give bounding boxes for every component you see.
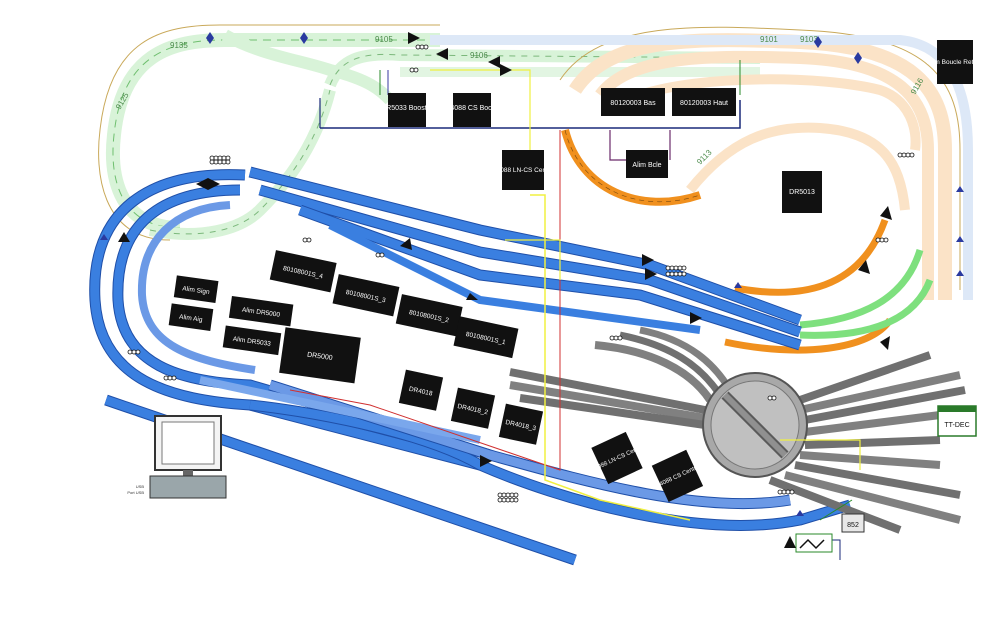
dr4018-2-module[interactable]: DR4018_2 <box>450 387 496 429</box>
light-green-track[interactable] <box>799 248 934 339</box>
dr5013-label: DR5013 <box>789 189 815 196</box>
signal-markers[interactable] <box>118 32 892 467</box>
turntable-area[interactable] <box>509 326 966 534</box>
track-label-9103: 9103 <box>800 35 818 44</box>
dr4018-1-label: DR4018 <box>408 386 433 398</box>
dr5013-module[interactable]: DR5013 <box>782 171 822 213</box>
dr80800-2-module[interactable]: 80108001S_2 <box>395 294 463 337</box>
alim-dr5000-module[interactable]: Alim DR5000 <box>228 295 294 327</box>
port-label: Port USB <box>127 490 144 495</box>
dr80800-4-module[interactable]: 80108001S_4 <box>269 250 337 293</box>
main-blue-oval[interactable] <box>89 166 852 566</box>
dr4088-lncs-label: DR4088 LN-CS Centrale <box>487 167 559 174</box>
power-80120003-haut-label: 80120003 Haut <box>680 100 728 107</box>
orange-track[interactable] <box>561 128 893 354</box>
small-signal-module[interactable] <box>784 533 833 553</box>
power-80120003-haut-module[interactable]: 80120003 Haut <box>672 88 736 116</box>
track-label-9105: 9105 <box>375 35 393 44</box>
dr5033-booster-label: DR5033 Booster <box>381 105 433 112</box>
usb-label: USB <box>136 484 145 489</box>
dr4018-1-module[interactable]: DR4018 <box>398 369 444 411</box>
alim-boucle-retour-module[interactable]: Alim Boucle Retour <box>927 40 984 84</box>
dr4018-3-module[interactable]: DR4018_3 <box>498 403 544 445</box>
alim-boucle-retour-label: Alim Boucle Retour <box>927 59 983 66</box>
alim-sign-label: Alim Sign <box>182 285 211 296</box>
dr4088-lncs-module[interactable]: DR4088 LN-CS Centrale <box>487 150 559 190</box>
track-markers <box>100 32 964 516</box>
alim-aig-label: Alim Aig <box>179 314 204 324</box>
computer[interactable]: USB Port USB <box>127 415 227 499</box>
alim-dr5033-module[interactable]: Alim DR5033 <box>222 325 282 356</box>
track-label-9106: 9106 <box>470 51 488 60</box>
alim-bcle-label: Alim Bcle <box>632 162 661 169</box>
module-852[interactable]: 852 <box>841 513 865 533</box>
power-80120003-bas-label: 80120003 Bas <box>610 100 656 107</box>
connector-dots <box>127 44 915 503</box>
alim-bcle-module[interactable]: Alim Bcle <box>626 150 668 178</box>
track-label-9101: 9101 <box>760 35 778 44</box>
track-label-9135: 9135 <box>170 41 188 50</box>
alim-sign-module[interactable]: Alim Sign <box>173 275 219 303</box>
dr4088-cs-booster-label: DR4088 CS Booster <box>440 105 504 112</box>
tt-dec-module[interactable]: TT-DEC <box>937 405 977 437</box>
dr4088-cs-module[interactable]: DR4088 CS Centrale <box>643 446 712 506</box>
dr5000-module[interactable]: DR5000 <box>279 327 361 384</box>
tt-dec-label: TT-DEC <box>944 422 969 429</box>
dr80800-1-module[interactable]: 80108001S_1 <box>453 316 519 359</box>
dr5033-booster-module[interactable]: DR5033 Booster <box>381 93 434 127</box>
alim-aig-module[interactable]: Alim Aig <box>168 303 214 331</box>
dr80800-3-module[interactable]: 80108001S_3 <box>332 274 400 317</box>
module-852-label: 852 <box>847 522 859 529</box>
dr5000-label: DR5000 <box>307 352 334 363</box>
power-80120003-bas-module[interactable]: 80120003 Bas <box>601 88 665 116</box>
green-outer-loop[interactable] <box>98 24 761 241</box>
dr4088-cs-booster-module[interactable]: DR4088 CS Booster <box>440 93 504 127</box>
